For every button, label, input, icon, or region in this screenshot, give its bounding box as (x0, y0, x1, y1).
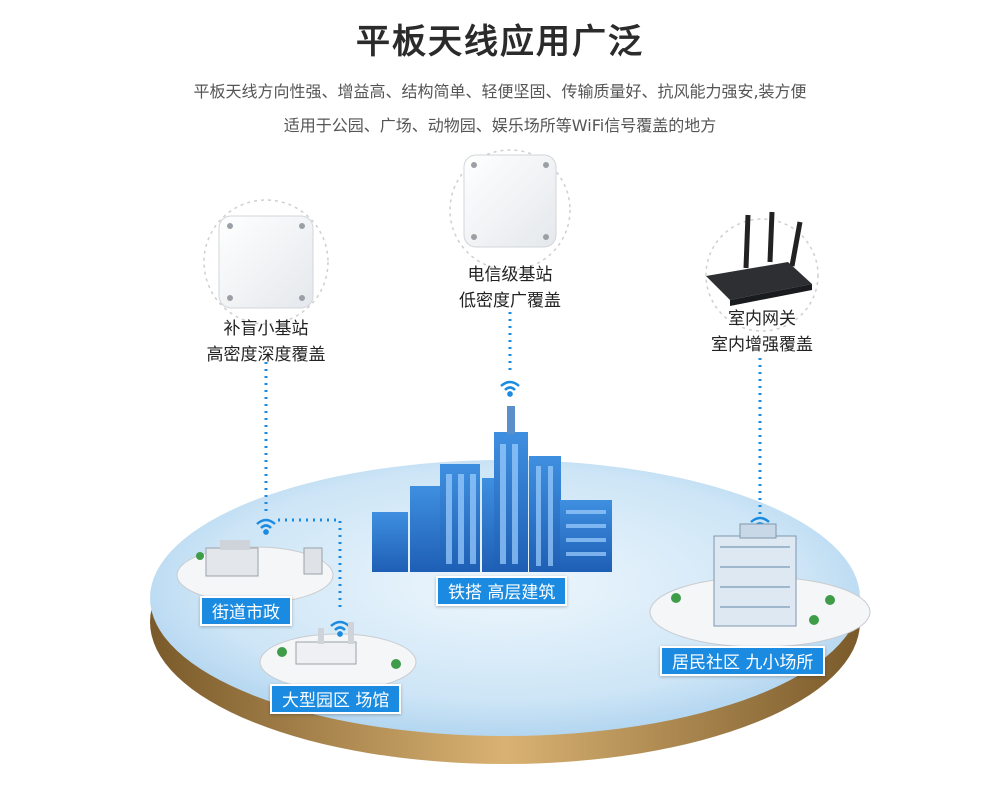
center-panel-antenna (463, 154, 557, 248)
right-device-line2: 室内增强覆盖 (711, 335, 813, 355)
description-line-1: 平板天线方向性强、增益高、结构简单、轻便坚固、传输质量好、抗风能力强安,装方便 (193, 82, 807, 101)
residential-building (671, 523, 835, 627)
center-device-line1: 电信级基站 (467, 265, 553, 285)
center-device-label: 电信级基站 低密度广覆盖 (420, 262, 600, 314)
device-halos (203, 149, 819, 332)
router-gateway (706, 211, 812, 306)
center-device-line2: 低密度广覆盖 (459, 291, 561, 311)
left-device-label: 补盲小基站 高密度深度覆盖 (176, 316, 356, 368)
street-buildings (196, 540, 323, 577)
tag-tower: 铁搭 高层建筑 (436, 576, 568, 606)
right-device-line1: 室内网关 (728, 309, 796, 329)
description-line-2: 适用于公园、广场、动物园、娱乐场所等WiFi信号覆盖的地方 (283, 116, 717, 135)
right-device-label: 室内网关 室内增强覆盖 (672, 306, 852, 358)
signal-lines (264, 312, 762, 612)
tag-street: 街道市政 (200, 596, 292, 626)
page-title: 平板天线应用广泛 (356, 22, 644, 62)
left-device-line2: 高密度深度覆盖 (206, 345, 326, 365)
left-device-line1: 补盲小基站 (223, 319, 309, 339)
city-skyline (372, 406, 612, 572)
tag-residential: 居民社区 九小场所 (660, 646, 826, 676)
park-buildings (277, 622, 401, 669)
tag-park: 大型园区 场馆 (270, 684, 402, 714)
left-panel-antenna (218, 215, 314, 309)
